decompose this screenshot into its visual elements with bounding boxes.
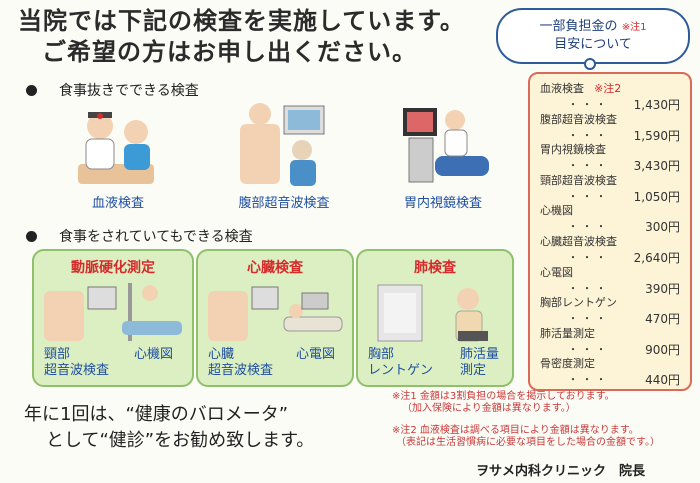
bubble-line2: 目安について [554,37,632,52]
price-item: 心臓超音波検査・・・ 2,640円 [540,230,680,265]
note1-line1: ※注1 金額は3割負担の場合を掲示しております。 [392,391,615,402]
test-label-gastroscopy: 胃内視鏡検査 [403,196,482,211]
panel-lung: 肺検査 胸部 レントゲン 肺活量 測定 [356,249,514,387]
headline-line1: 当院では下記の検査を実施しています。 [18,7,465,35]
price-item-name: 骨密度測定 [540,357,595,371]
price-item-dots: ・・・ [568,344,610,356]
price-item-price: 900円 [645,342,680,357]
section-nonfasting-title: 食事をされていてもできる検査 [26,226,253,246]
bubble-pointer-icon [584,58,596,70]
bubble-note: ※注1 [621,22,647,33]
panel-label-left: 頸部 超音波検査 [44,347,110,378]
price-item: 心電図・・・ 390円 [540,261,680,296]
price-item: 心機図・・・ 300円 [540,199,680,234]
price-item-dots: ・・・ [568,283,610,295]
cost-guide-bubble: 一部負担金の ※注1 目安について [496,8,690,64]
price-item-name: 胃内視鏡検査 [540,143,606,157]
panel-label-right: 心機図 [134,347,174,362]
price-item-note: ※注2 [594,82,622,95]
panel-title: 動脈硬化測定 [71,260,155,276]
price-item-price: 300円 [645,220,680,235]
price-item-name: 心臓超音波検査 [540,234,617,248]
panel-label-left: 心臓 超音波検査 [208,347,274,378]
panel-title: 心臓検査 [247,260,303,276]
price-list [528,72,692,391]
bullet-icon [26,231,37,242]
arteriosclerosis-illustration-icon [44,283,182,341]
price-item-dots: ・・・ [568,314,610,326]
panel-arteriosclerosis: 動脈硬化測定 頸部 超音波検査 心機図 [32,249,194,387]
price-item: 胃内視鏡検査・・・ 3,430円 [540,138,680,173]
headline-line2: ご希望の方はお申し出ください。 [42,38,417,66]
bullet-icon [26,85,37,96]
cardiac-illustration-icon [208,286,343,341]
price-item-name: 腹部超音波検査 [540,112,617,126]
price-item-price: 3,430円 [633,159,680,174]
price-item-dots: ・・・ [568,100,610,111]
price-item: 肺活量測定・・・ 900円 [540,322,680,357]
panel-label-right: 心電図 [296,347,336,362]
bubble-line1: 一部負担金の [539,19,618,34]
price-item-dots: ・・・ [568,130,610,142]
price-item-dots: ・・・ [568,161,610,173]
price-item-name: 血液検査 [540,82,584,95]
section-fasting-title: 食事抜きでできる検査 [26,80,199,100]
price-item: 骨密度測定・・・ 440円 [540,352,680,387]
price-item-dots: ・・・ [568,222,610,234]
note2-line2: （表記は生活習慣病に必要な項目をした場合の金額です。） [396,437,660,448]
panel-label-right: 肺活量 測定 [460,347,500,378]
closing-message: 年に1回は、“健康のバロメータ” として“健診”をお勧め致します。 [24,402,314,454]
price-item-name: 肺活量測定 [540,326,595,340]
price-item-dots: ・・・ [568,191,610,203]
panel-cardiac: 心臓検査 心臓 超音波検査 心電図 [196,249,354,387]
clinic-signature: ヲサメ内科クリニック 院長 [476,464,646,479]
price-item: 胸部レントゲン・・・ 470円 [540,291,680,326]
lung-illustration-icon [377,284,488,342]
price-item-price: 1,430円 [633,98,680,112]
price-item-price: 470円 [645,312,680,327]
panel-title: 肺検査 [414,260,456,276]
price-item-name: 心機図 [540,204,573,218]
footnotes: ※注1 金額は3割負担の場合を掲示しております。 （加入保険により金額は異なりま… [392,391,660,449]
headline: 当院では下記の検査を実施しています。 ご希望の方はお申し出ください。 [18,6,465,68]
price-item-price: 2,640円 [633,250,680,265]
price-item-price: 1,590円 [633,128,680,143]
panel-label-left: 胸部 レントゲン [368,347,434,378]
price-item-dots: ・・・ [568,375,610,387]
price-item: 腹部超音波検査・・・ 1,590円 [540,108,680,143]
ultrasound-illustration-icon [240,103,325,186]
price-item-price: 440円 [645,373,680,388]
price-items: 血液検査※注2・・・1,430円腹部超音波検査・・・1,590円胃内視鏡検査・・… [540,77,680,387]
price-item-name: 頸部超音波検査 [540,173,617,187]
blood-test-illustration-icon [78,112,154,184]
note1-line2: （加入保険により金額は異なります。） [402,403,576,414]
price-item-dots: ・・・ [568,252,610,264]
closing-line2: として“健診”をお勧め致します。 [46,430,315,451]
price-item-name: 心電図 [540,265,573,279]
closing-line1: 年に1回は、“健康のバロメータ” [24,404,289,425]
endoscopy-illustration-icon [403,108,489,183]
test-label-abdominal-ultrasound: 腹部超音波検査 [238,196,330,211]
price-item: 頸部超音波検査・・・ 1,050円 [540,169,680,204]
price-item-price: 1,050円 [633,189,680,204]
price-item: 血液検査 ※注2 ・・・ 1,430円 [540,77,680,112]
price-item-name: 胸部レントゲン [540,296,617,310]
price-item-price: 390円 [645,281,680,296]
test-label-blood: 血液検査 [91,196,144,211]
note2-line1: ※注2 血液検査は調べる項目により金額は異なります。 [392,425,639,436]
